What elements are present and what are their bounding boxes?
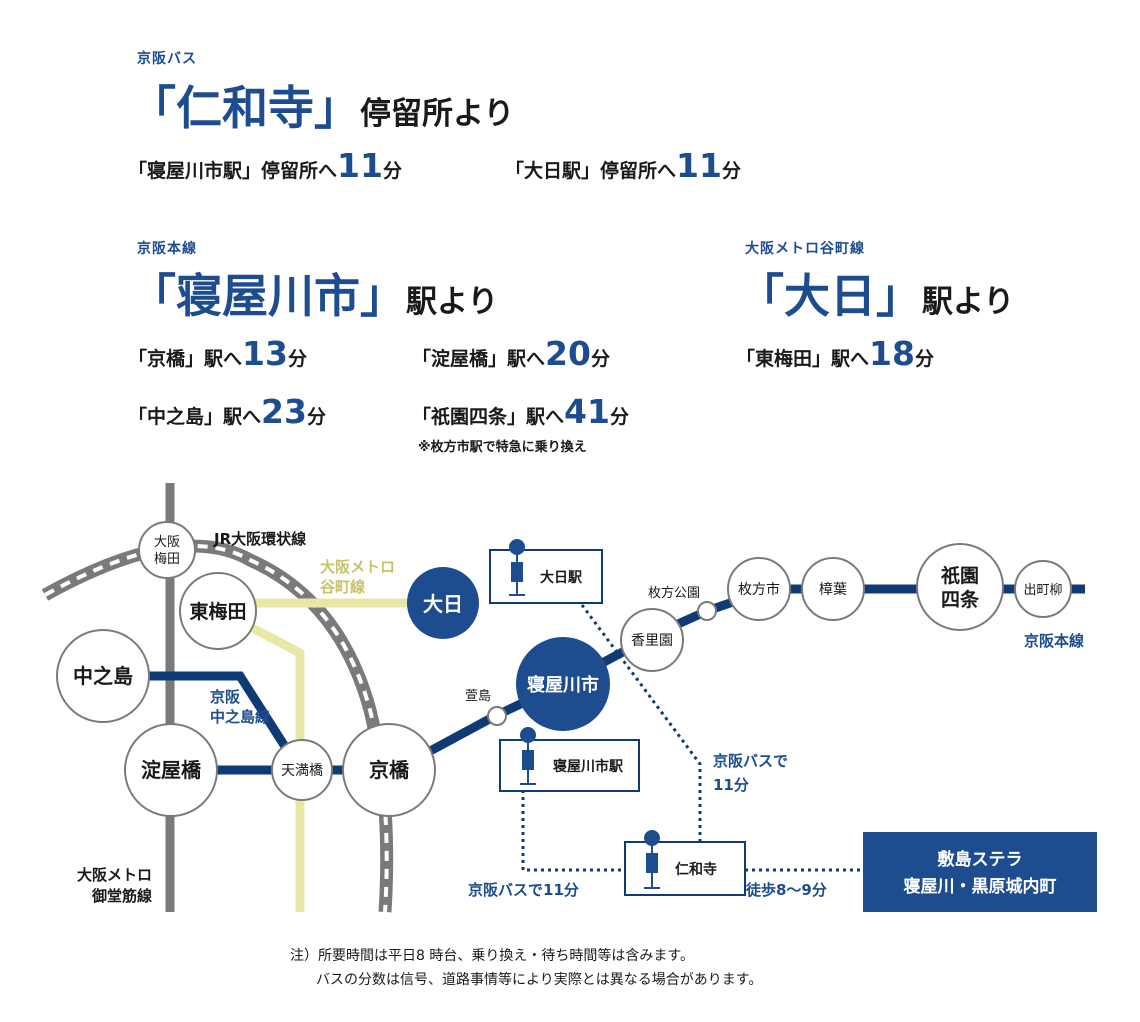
station-hirakata-koen: 枚方公園 [648,585,717,621]
footnote-1: 注）所要時間は平日8 時台、乗り換え・待ち時間等は含みます。 [290,948,694,964]
keihan-station-title: 「寝屋川市」駅より [130,260,498,326]
midosuji-label-1: 大阪メトロ [77,866,152,884]
svg-text:天満橋: 天満橋 [281,763,323,779]
svg-text:中之島: 中之島 [73,664,133,688]
keihan-station-suffix: 駅より [406,284,499,320]
svg-text:祇園: 祇園 [940,564,979,587]
station-gion-shijo: 祇園 四条 [916,543,1004,631]
svg-text:寝屋川市駅: 寝屋川市駅 [553,758,624,775]
bus-dest-dainichi: 「大日駅」停留所へ11分 [505,146,741,185]
transfer-note: ※枚方市駅で特急に乗り換え [418,440,587,455]
station-neyagawashi: 寝屋川市 [516,637,610,731]
svg-text:梅田: 梅田 [154,552,180,567]
station-yodoyabashi: 淀屋橋 [124,723,218,817]
midosuji-label-2: 御堂筋線 [91,887,152,905]
bus-stop-title: 「仁和寺」停留所より [130,72,514,138]
station-dainichi: 大日 [407,567,479,639]
keihan-station-name: 「寝屋川市」 [130,269,406,323]
station-osaka-umeda: 大阪 梅田 [138,521,196,579]
svg-text:枚方市: 枚方市 [738,581,780,598]
bus-stop-suffix: 停留所より [360,96,515,132]
metro-line-label: 大阪メトロ谷町線 [745,241,865,257]
bus-operator-label: 京阪バス [137,51,197,67]
metro-station-suffix: 駅より [922,284,1015,320]
station-hirakatashi: 枚方市 [727,557,791,621]
svg-text:大阪: 大阪 [154,535,180,550]
svg-text:京橋: 京橋 [369,758,410,782]
tanimachi-label-1: 大阪メトロ [320,558,395,576]
svg-text:四条: 四条 [941,588,980,611]
station-tenmabashi: 天満橋 [271,739,333,801]
bus-label-dainichi-2: 11分 [713,776,749,794]
keihan-dest-gion-shijo: 「祇園四条」駅へ41分 [412,392,629,431]
svg-text:敷島ステラ: 敷島ステラ [938,849,1023,870]
svg-text:仁和寺: 仁和寺 [675,861,717,878]
svg-text:香里園: 香里園 [631,633,673,649]
svg-text:樟葉: 樟葉 [819,581,847,598]
station-kuzuha: 樟葉 [801,557,865,621]
svg-text:淀屋橋: 淀屋橋 [141,758,202,782]
keihan-dest-nakanoshima: 「中之島」駅へ23分 [128,392,326,431]
svg-text:大日: 大日 [423,592,463,616]
bus-route-dainichi [580,604,702,850]
bus-dest-neyagawashi: 「寝屋川市駅」停留所へ11分 [128,146,402,185]
tanimachi-label-2: 谷町線 [320,578,365,596]
keihan-main-label: 京阪本線 [1024,632,1084,650]
station-demachiyanagi: 出町柳 [1014,560,1072,618]
svg-text:枚方公園: 枚方公園 [648,585,700,601]
svg-text:大日駅: 大日駅 [540,569,583,586]
jr-loop-label: JR大阪環状線 [213,530,306,548]
walk-label: 徒歩8〜9分 [745,881,827,899]
bus-label-neyagawashi: 京阪バスで11分 [468,881,579,899]
bus-stop-dainichi-eki: 大日駅 [489,539,603,604]
footnote-2: バスの分数は信号、道路事情等により実際とは異なる場合があります。 [316,972,763,988]
svg-text:寝屋川・黒原城内町: 寝屋川・黒原城内町 [904,876,1057,897]
bus-route-neyagawashi [521,790,625,872]
metro-station-name: 「大日」 [738,269,922,323]
route-map: 大阪 梅田 東梅田 中之島 淀屋橋 天満橋 京橋 大日 萱島 寝屋川市 香里園 … [41,483,1097,913]
bus-label-dainichi-1: 京阪バスで [713,752,788,770]
station-kyobashi: 京橋 [342,723,436,817]
svg-text:出町柳: 出町柳 [1023,583,1062,598]
destination-box: 敷島ステラ 寝屋川・黒原城内町 [863,832,1097,912]
station-nakanoshima: 中之島 [56,629,150,723]
svg-text:寝屋川市: 寝屋川市 [527,674,599,696]
metro-dest-higashi-umeda: 「東梅田」駅へ18分 [736,334,934,373]
bus-stop-ninnaji: 仁和寺 [624,830,746,896]
bus-stop-neyagawashi-eki: 寝屋川市駅 [499,727,640,792]
keihan-dest-yodoyabashi: 「淀屋橋」駅へ20分 [412,334,610,373]
station-higashi-umeda: 東梅田 [179,572,257,650]
svg-text:萱島: 萱島 [465,689,491,704]
nakanoshima-label-1: 京阪 [210,688,241,706]
station-kayashima: 萱島 [465,689,507,726]
svg-text:東梅田: 東梅田 [189,600,246,623]
metro-station-title: 「大日」駅より [738,260,1014,326]
keihan-line-label: 京阪本線 [137,241,197,257]
bus-stop-name: 「仁和寺」 [130,81,360,135]
keihan-dest-kyobashi: 「京橋」駅へ13分 [128,334,307,373]
station-korien: 香里園 [620,608,684,672]
nakanoshima-label-2: 中之島線 [210,708,270,726]
